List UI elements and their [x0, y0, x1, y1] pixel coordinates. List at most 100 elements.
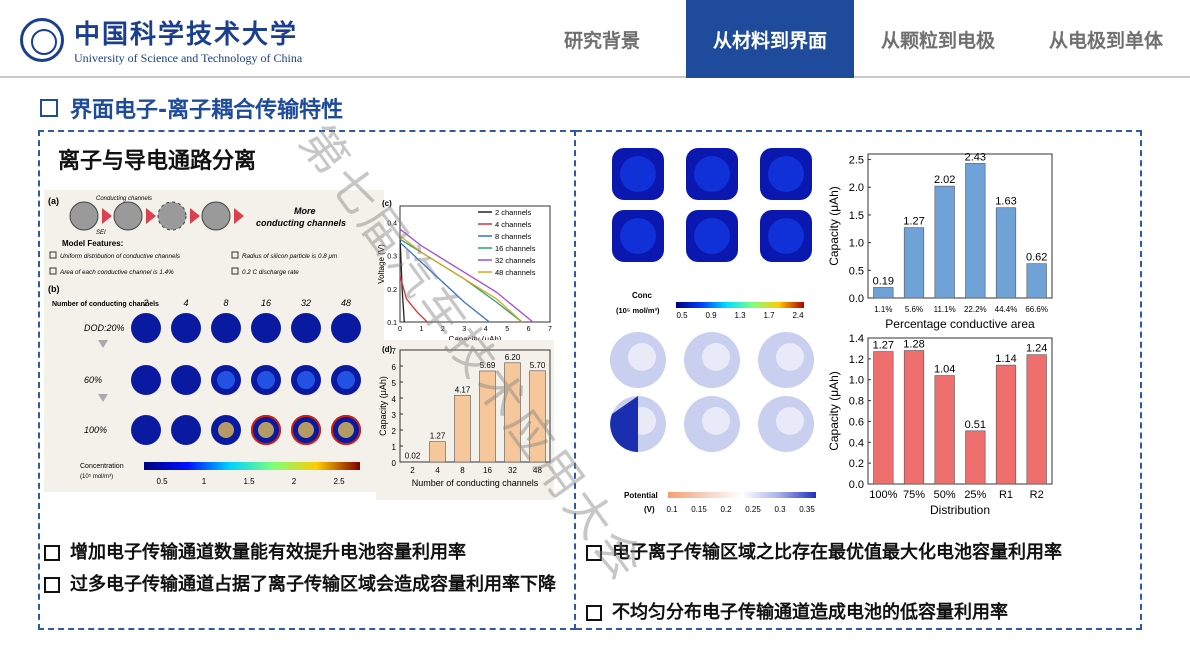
- left-bullet-2-text: 过多电子传输通道占据了离子传输区域会造成容量利用率下降: [70, 574, 556, 595]
- checkbox-icon: [49, 251, 57, 259]
- bar: [903, 227, 925, 299]
- category-label: 11.1%: [934, 305, 956, 314]
- tab-particle-to-electrode[interactable]: 从颗粒到电极: [880, 29, 995, 52]
- conc-map-core: [620, 218, 656, 254]
- checkbox-icon: [44, 545, 60, 561]
- chart-label: (c): [382, 199, 392, 208]
- y-tick: 0.4: [849, 437, 864, 449]
- column-header: 8: [223, 298, 228, 308]
- concentration-core: [258, 422, 274, 438]
- checkbox-icon: [586, 605, 602, 621]
- category-label: 25%: [964, 489, 986, 501]
- x-tick: 2: [441, 326, 445, 333]
- conc-map-core: [620, 156, 656, 192]
- category-label: 66.6%: [1025, 305, 1048, 314]
- particle-circle: [157, 201, 187, 231]
- x-axis-label: Percentage conductive area: [885, 317, 1035, 331]
- category-label: 16: [483, 466, 492, 475]
- arrow-icon: [190, 208, 200, 224]
- y-axis-label: Capacity (μAh): [378, 376, 388, 436]
- tab-material-to-interface[interactable]: 从材料到界面: [686, 0, 854, 78]
- y-tick: 0.3: [387, 254, 397, 261]
- tab-research-background[interactable]: 研究背景: [563, 29, 640, 52]
- category-label: R1: [999, 489, 1013, 501]
- particle-circle: [113, 201, 143, 231]
- down-arrow-icon: [98, 394, 108, 402]
- concentration-core: [217, 371, 235, 389]
- colorbar-tick: 0.35: [799, 505, 815, 514]
- colorbar-tick: 0.15: [691, 505, 707, 514]
- colorbar-tick: 0.2: [720, 505, 732, 514]
- y-tick: 1.0: [849, 375, 864, 387]
- series-line: [399, 235, 523, 323]
- arrow-icon: [102, 208, 112, 224]
- bar: [873, 287, 894, 299]
- series-line: [399, 241, 490, 323]
- bar-value-label: 0.19: [873, 275, 894, 287]
- chart-conductive-area: 0.00.51.01.52.02.50.191.1%1.275.6%2.0211…: [828, 151, 1053, 331]
- y-tick: 4: [392, 395, 397, 404]
- bar-value-label: 1.28: [903, 339, 924, 351]
- checkbox-icon: [586, 545, 602, 561]
- concentration-core: [218, 422, 234, 438]
- x-axis-label: Distribution: [930, 503, 990, 517]
- conc-map-core: [768, 156, 804, 192]
- feature-item: 0.2 C discharge rate: [242, 269, 299, 276]
- university-logo: 中国科学技术大学 University of Science and Techn…: [20, 14, 302, 66]
- concentration-map: [331, 313, 361, 343]
- bar-value-label: 5.70: [530, 361, 546, 370]
- concentration-map: [131, 365, 161, 395]
- right-bullet-1: 电子离子传输区域之比存在最优值最大化电池容量利用率: [586, 540, 1134, 566]
- y-tick: 0.2: [849, 458, 864, 470]
- checkbox-icon: [40, 99, 58, 117]
- colorbar-tick: 1.3: [734, 311, 746, 320]
- legend-label: 16 channels: [495, 244, 536, 253]
- potential-map-core: [702, 407, 730, 435]
- tab-electrode-to-cell[interactable]: 从电极到单体: [1048, 29, 1163, 52]
- conc-label: Concentration: [80, 463, 124, 470]
- category-label: 5.6%: [905, 305, 923, 314]
- potential-map-core: [776, 407, 804, 435]
- legend-label: 4 channels: [495, 220, 532, 229]
- right-panel: [576, 130, 1142, 630]
- checkbox-icon: [49, 267, 57, 275]
- plot-area: [867, 337, 1053, 485]
- y-axis-label: Capacity (μAh): [828, 371, 841, 451]
- more-label: More: [294, 206, 316, 216]
- sei-callout: SEI: [96, 230, 106, 236]
- num-channels-label: Number of conducting channels: [52, 301, 159, 308]
- concentration-core: [297, 371, 315, 389]
- x-tick: 5: [505, 326, 509, 333]
- y-tick: 1.5: [849, 210, 864, 222]
- category-label: 8: [460, 466, 465, 475]
- potential-colorbar: [668, 492, 816, 498]
- series-line: [399, 228, 534, 323]
- y-tick: 2.5: [849, 155, 864, 167]
- category-label: 22.2%: [964, 305, 987, 314]
- colorbar-tick: 0.5: [676, 311, 688, 320]
- bar: [934, 375, 955, 485]
- category-label: 1.1%: [874, 305, 892, 314]
- conc-colorbar: [144, 462, 360, 470]
- y-tick: 1.2: [849, 354, 864, 366]
- left-figure-ab: (a) Conducting channels SEI More conduct…: [44, 190, 384, 492]
- header-bar: 中国科学技术大学 University of Science and Techn…: [0, 0, 1190, 78]
- colorbar-tick: 1.5: [243, 477, 255, 486]
- dod-row-label: 60%: [84, 375, 102, 385]
- concentration-map: [131, 415, 161, 445]
- colorbar-tick: 2.5: [333, 477, 345, 486]
- right-bullet-1-text: 电子离子传输区域之比存在最优值最大化电池容量利用率: [612, 542, 1062, 563]
- concentration-map: [211, 313, 241, 343]
- potential-map-dark-region: [610, 396, 638, 452]
- bar-value-label: 2.43: [965, 151, 986, 163]
- bar-value-label: 1.04: [934, 364, 955, 376]
- category-label: 2: [410, 466, 415, 475]
- concentration-core: [257, 371, 275, 389]
- column-header: 4: [183, 298, 188, 308]
- concentration-map: [171, 415, 201, 445]
- y-tick: 1.0: [849, 238, 864, 250]
- bar: [995, 207, 1017, 299]
- bar-value-label: 1.63: [995, 196, 1016, 208]
